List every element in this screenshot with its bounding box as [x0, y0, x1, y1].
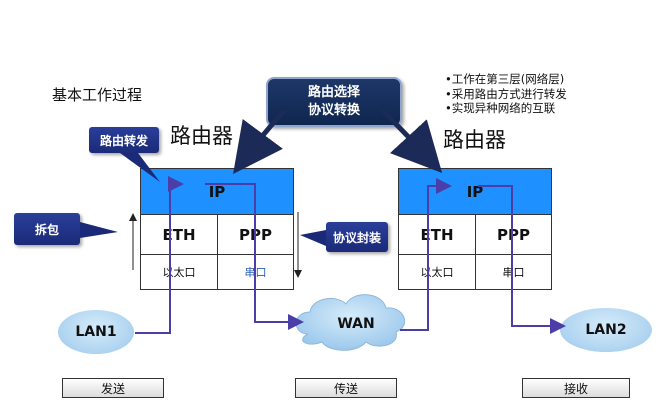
routing-selection-box: 路由选择 协议转换: [266, 77, 402, 127]
router-label-right: 路由器: [443, 128, 506, 152]
serial-port-label: 串口: [502, 266, 525, 279]
flow-lan2-in: [478, 185, 566, 334]
feature-list: •工作在第三层(网络层) •采用路由方式进行转发 •实现异种网络的互联: [445, 72, 567, 116]
lan2-node: LAN2: [560, 308, 652, 352]
diagram-title: 基本工作过程: [52, 86, 143, 104]
lan2-label: LAN2: [585, 322, 627, 338]
router-label-left: 路由器: [170, 124, 233, 148]
route-forward-pointer: [120, 153, 160, 182]
top-box-arrow-right: [380, 108, 443, 174]
lan1-node: LAN1: [58, 310, 134, 354]
phase-transfer: 传送: [295, 378, 397, 398]
routing-selection-label: 路由选择: [307, 85, 360, 100]
route-forward-label: 路由转发: [99, 133, 148, 148]
phase-transfer-label: 传送: [333, 381, 358, 396]
phase-send: 发送: [62, 378, 164, 398]
ip-label: IP: [208, 182, 226, 201]
route-forward-callout: 路由转发: [89, 127, 159, 153]
wan-label: WAN: [337, 316, 375, 332]
router-stack-left: IP ETH PPP 以太口 串口: [140, 168, 294, 290]
wan-cloud: [295, 294, 406, 351]
flow-lan1-in: [135, 176, 184, 334]
unpack-callout: 拆包: [14, 213, 80, 245]
unpack-pointer: [80, 222, 118, 238]
lan1-label: LAN1: [75, 324, 117, 340]
feature-item: •实现异种网络的互联: [445, 101, 556, 115]
feature-item: •工作在第三层(网络层): [445, 72, 565, 86]
ip-layer-left: IP: [141, 169, 293, 215]
unpack-label: 拆包: [34, 222, 59, 237]
flow-wan-out: [400, 178, 452, 331]
flow-left-down: [205, 183, 304, 330]
protocol-conversion-label: 协议转换: [307, 103, 360, 118]
encapsulation-pointer: [300, 230, 326, 246]
top-box-arrow-left: [233, 108, 287, 175]
phase-receive-label: 接收: [563, 381, 588, 396]
ppp-label: PPP: [497, 225, 530, 244]
encapsulation-label: 协议封装: [332, 230, 381, 245]
phase-receive: 接收: [522, 378, 630, 398]
serial-port-right: 串口: [475, 255, 551, 289]
feature-item: •采用路由方式进行转发: [445, 86, 567, 101]
encapsulation-callout: 协议封装: [326, 222, 388, 252]
phase-send-label: 发送: [100, 381, 125, 396]
